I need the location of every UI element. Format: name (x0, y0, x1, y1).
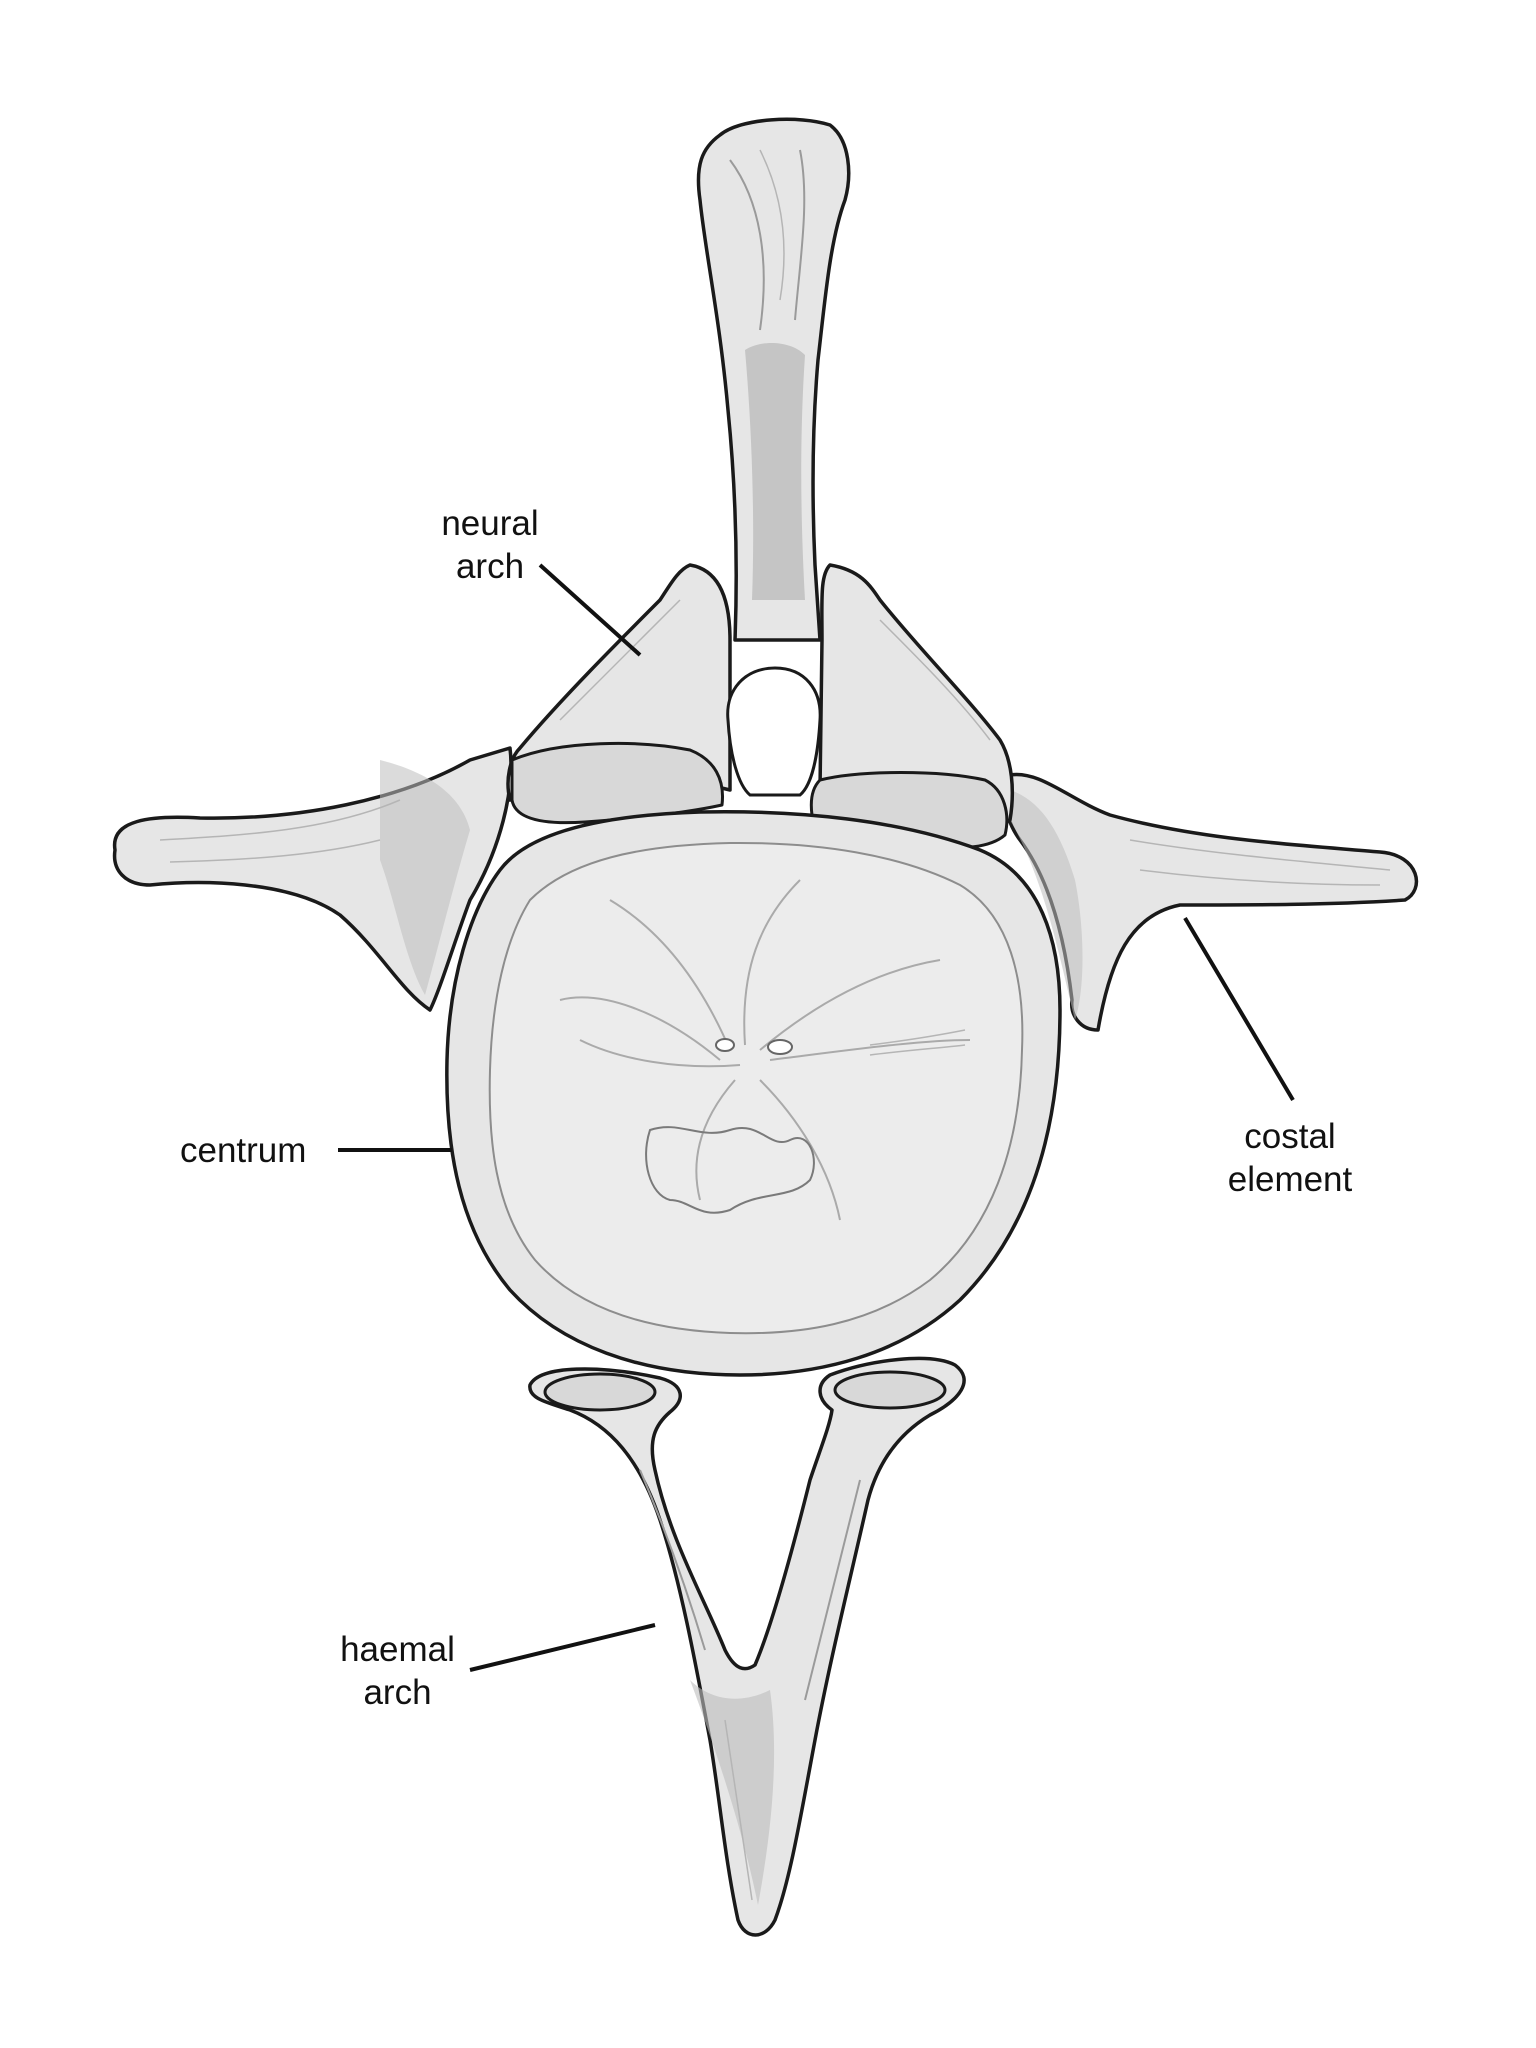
label-neural-arch-line-2: arch (455, 547, 525, 586)
label-costal-element-line-1: costal (1244, 1117, 1336, 1156)
haemal-arch (528, 1356, 966, 1937)
label-centrum: centrum (180, 1129, 330, 1172)
label-haemal-arch: haemal arch (325, 1628, 470, 1714)
label-costal-element: costal element (1210, 1115, 1370, 1201)
left-costal-element (112, 746, 513, 1012)
neural-arch-leader (538, 563, 642, 657)
centrum (445, 810, 1062, 1377)
haemal-arch-leader (469, 1623, 656, 1672)
label-neural-arch: neural arch (420, 502, 560, 588)
label-haemal-arch-line-2: arch (363, 1673, 432, 1712)
label-haemal-arch-line-1: haemal (340, 1630, 455, 1669)
label-centrum-line-1: centrum (180, 1131, 307, 1170)
right-costal-element (1003, 772, 1419, 1032)
neural-spine (696, 117, 851, 642)
costal-element-leader (1183, 916, 1295, 1102)
label-costal-element-line-2: element (1227, 1160, 1353, 1199)
label-neural-arch-line-1: neural (441, 504, 539, 543)
